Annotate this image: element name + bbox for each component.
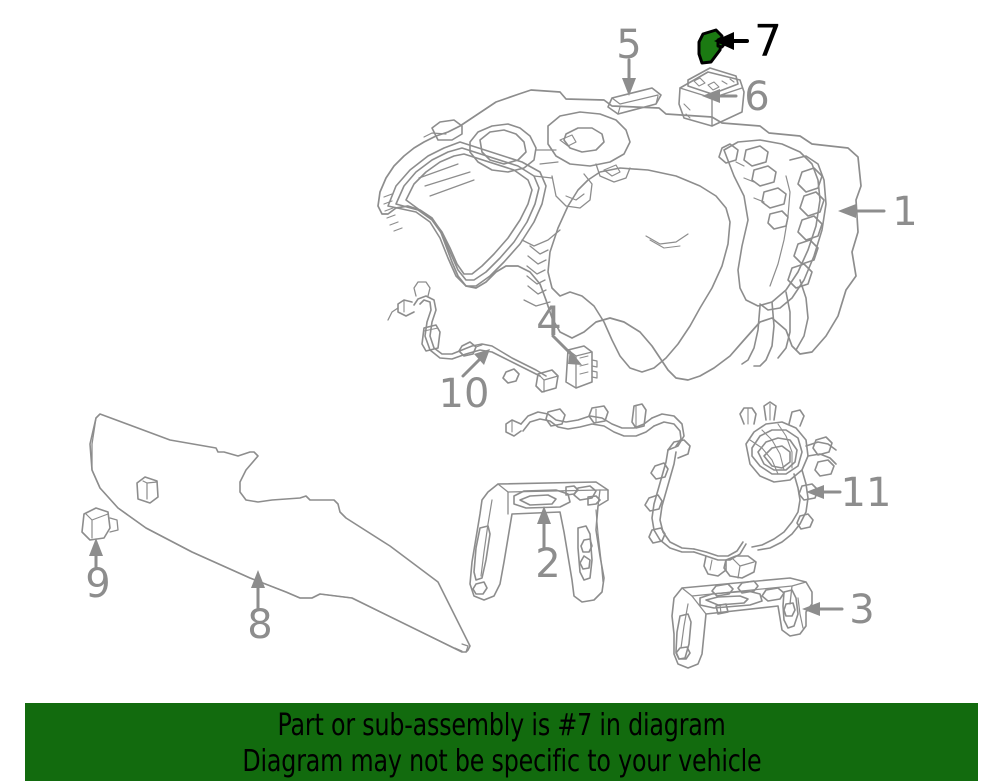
notice-line-1: Part or sub-assembly is #7 in diagram — [277, 708, 726, 743]
part-5-access-cover — [607, 87, 662, 115]
leader-8 — [251, 570, 265, 610]
part-1-center-console-body — [377, 89, 862, 381]
part-6-relay-fuse-housing — [678, 67, 745, 127]
part-11-main-wire-harness — [505, 401, 837, 579]
leader-11 — [806, 485, 842, 499]
callout-number-6: 6 — [744, 74, 769, 120]
part-7-highlighted-clip — [697, 28, 728, 65]
leader-10 — [461, 349, 490, 378]
leader-6 — [702, 89, 738, 103]
leader-9 — [89, 538, 103, 570]
part-3-rear-mount-bracket — [671, 577, 813, 669]
callout-number-4: 4 — [536, 299, 561, 345]
leader-7 — [714, 32, 749, 50]
leader-2 — [537, 506, 551, 550]
callout-number-7: 7 — [754, 16, 782, 67]
callout-number-8: 8 — [247, 602, 272, 648]
callout-number-3: 3 — [849, 587, 874, 633]
part-8-side-trim-panel — [89, 413, 471, 653]
callout-number-2: 2 — [535, 541, 560, 587]
callout-number-11: 11 — [841, 470, 892, 516]
leader-1 — [838, 204, 886, 218]
leader-3 — [802, 602, 844, 616]
leader-4 — [551, 334, 582, 365]
part-2-front-mount-bracket — [469, 481, 609, 603]
callout-number-1: 1 — [892, 189, 917, 235]
notice-line-2: Diagram may not be specific to your vehi… — [241, 744, 762, 779]
callout-number-10: 10 — [439, 371, 490, 417]
leader-5 — [622, 58, 636, 96]
part-9-retainer-clip — [81, 507, 119, 541]
part-10-sub-wire-harness — [387, 281, 559, 393]
callout-number-5: 5 — [616, 22, 641, 68]
diagram-notice-banner: Part or sub-assembly is #7 in diagram Di… — [25, 703, 978, 781]
callout-number-9: 9 — [85, 561, 110, 607]
